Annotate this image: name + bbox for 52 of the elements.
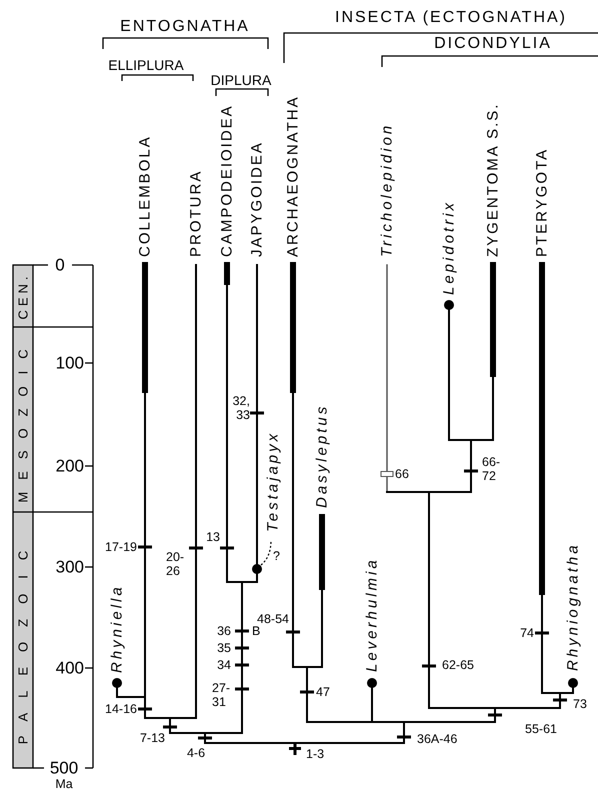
character-number: 34 [217, 658, 231, 672]
taxon-label: ZYGENTOMA S.S. [486, 102, 500, 257]
era-label: MESOZOIC [16, 337, 30, 503]
taxon-label: Rhyniella [110, 584, 124, 673]
character-number: 36 [217, 624, 231, 638]
taxon-label: Leverhulmia [364, 557, 380, 672]
clade-label: ELLIPLURA [108, 58, 184, 72]
time-tick-label: 300 [56, 558, 84, 576]
character-number: 14-16 [105, 702, 137, 716]
character-number: 36A-46 [417, 732, 458, 746]
taxon-label: CAMPODEIOIDEA [220, 104, 234, 257]
taxon-label: Rhyniognatha [566, 542, 580, 671]
character-number: 20- 26 [166, 550, 186, 578]
question-mark-label: ? [273, 550, 280, 562]
character-number: 17-19 [105, 540, 137, 554]
taxon-label: PROTURA [188, 170, 204, 257]
taxon-label: Testajapyx [266, 430, 280, 532]
taxon-label: Lepidotrix [442, 200, 456, 295]
character-number: 74 [520, 626, 534, 640]
time-tick-label: 0 [55, 256, 65, 274]
era-label: CEN. [16, 272, 30, 320]
taxon-label: COLLEMBOLA [138, 135, 152, 257]
era-label: PALEOZOIC [16, 536, 30, 744]
character-number: 4-6 [186, 746, 206, 760]
character-number: 73 [573, 698, 587, 710]
time-tick-label: 100 [56, 354, 84, 372]
character-label: B [252, 624, 260, 638]
time-tick-label: 200 [56, 458, 84, 474]
character-number: 66- 72 [482, 455, 502, 483]
character-number: 66 [395, 468, 409, 480]
character-number: 55-61 [525, 722, 557, 736]
taxon-label: PTERYGOTA [534, 148, 550, 257]
taxon-label: Dasyleptus [314, 404, 330, 508]
character-number: 47 [316, 686, 330, 698]
clade-label: DIPLURA [210, 73, 272, 87]
taxon-label: Tricholepidion [380, 122, 394, 257]
time-tick-label: 400 [56, 660, 84, 676]
clade-label: INSECTA (ECTOGNATHA) [335, 10, 567, 26]
character-number: 48-54 [257, 612, 289, 626]
character-number: 35 [217, 642, 231, 654]
time-tick-label: 500 [50, 760, 78, 776]
clade-label: ENTOGNATHA [120, 19, 250, 35]
character-number: 62-65 [442, 658, 474, 672]
taxon-label: ARCHAEOGNATHA [286, 95, 300, 257]
clade-label: DICONDYLIA [434, 36, 552, 52]
character-number: 7-13 [140, 732, 165, 744]
axis-unit-label: Ma [55, 778, 73, 790]
taxon-label: JAPYGOIDEA [250, 141, 264, 257]
character-number: 13 [206, 530, 220, 544]
character-number: 1-3 [306, 748, 324, 760]
character-number: 27- 31 [212, 681, 232, 709]
character-number: 32, 33 [232, 394, 250, 422]
